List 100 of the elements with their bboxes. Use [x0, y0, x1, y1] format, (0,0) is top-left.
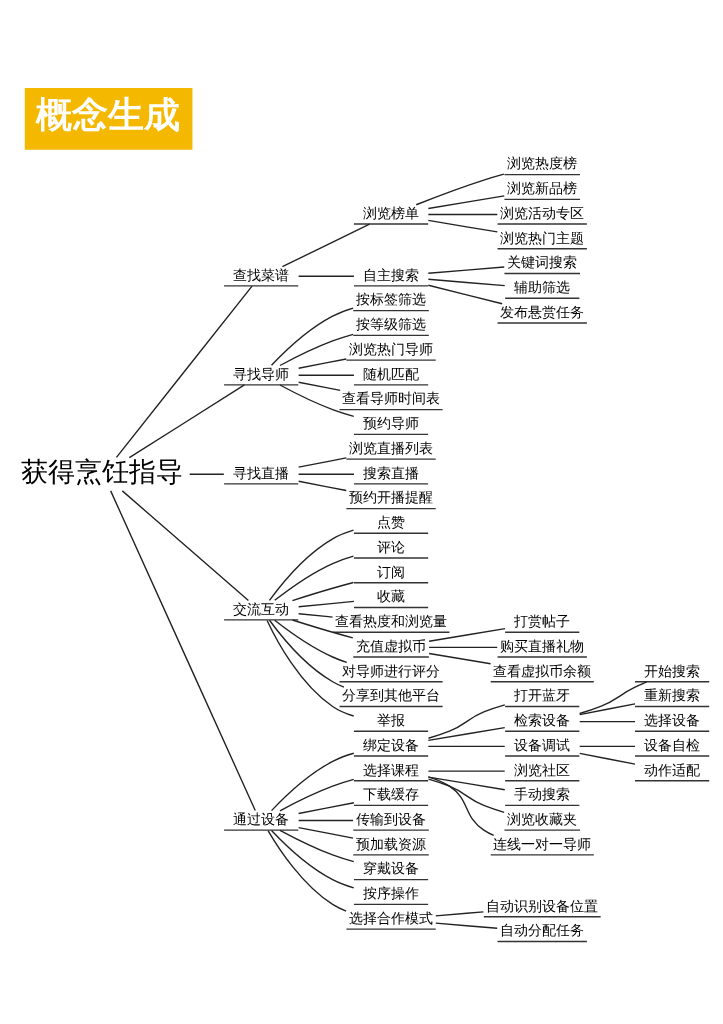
node-text: 预约开播提醒: [349, 489, 434, 506]
connector: [427, 726, 506, 742]
node-text: 打开蓝牙: [514, 687, 571, 704]
connector: [578, 681, 648, 715]
connector: [279, 829, 355, 863]
connector: [297, 381, 341, 392]
connector: [427, 776, 495, 837]
node-text: 查看虚拟币余额: [493, 662, 592, 679]
connector: [427, 704, 506, 739]
node-text: 随机匹配: [363, 365, 420, 382]
connector: [267, 829, 347, 912]
connector: [291, 619, 354, 639]
node-text: 搜索直播: [363, 464, 420, 481]
connector: [427, 745, 506, 748]
connector: [297, 473, 355, 475]
connector: [427, 266, 505, 274]
node-text: 设备自检: [644, 736, 701, 753]
node-text: 重新搜索: [644, 687, 701, 704]
connector: [128, 384, 246, 459]
connector: [579, 720, 636, 723]
node-text: 自动识别设备位置: [486, 897, 599, 914]
connector: [427, 195, 505, 210]
node-text: 分享到其他平台: [342, 687, 441, 704]
connector: [297, 600, 355, 608]
connector: [291, 581, 355, 602]
node-text: 按等级筛选: [356, 316, 427, 333]
connector: [297, 826, 354, 839]
node-text: 辅助筛选: [514, 279, 571, 296]
node-text: 充值虚拟币: [356, 637, 427, 654]
connector: [427, 770, 506, 772]
connector: [297, 802, 355, 815]
connector: [270, 307, 354, 366]
node-text: 按标签筛选: [356, 291, 427, 308]
connector: [189, 473, 225, 475]
connector: [279, 384, 355, 418]
connector: [297, 480, 347, 492]
node-text: 关键词搜索: [507, 254, 578, 271]
node-text: 浏览收藏夹: [507, 810, 578, 827]
node-text: 开始搜索: [644, 662, 701, 679]
node-text: 发布悬赏任务: [500, 303, 585, 320]
connector: [297, 358, 347, 369]
connector: [279, 333, 354, 367]
connector: [428, 627, 506, 642]
connector: [270, 829, 355, 889]
node-text: 查看导师时间表: [342, 390, 441, 407]
connector: [115, 285, 253, 458]
connector: [427, 778, 505, 813]
node-text: 浏览热度榜: [507, 155, 578, 172]
node-text: 浏览直播列表: [349, 439, 434, 456]
node-text: 浏览新品榜: [507, 180, 578, 197]
connector: [297, 819, 354, 822]
node-text: 点赞: [377, 514, 406, 531]
node-text: 设备调试: [514, 736, 571, 753]
node-text: 评论: [377, 538, 406, 555]
connector: [435, 911, 485, 917]
node-text: 订阅: [377, 563, 406, 580]
node-text: 选择课程: [363, 761, 420, 778]
node-text: 穿戴设备: [363, 860, 420, 877]
connector: [297, 275, 355, 277]
node-text: 浏览热门主题: [500, 229, 585, 246]
connector: [427, 219, 498, 233]
connector: [415, 173, 505, 206]
connector: [297, 613, 334, 618]
connector: [274, 619, 348, 664]
node-text: 交流互动: [233, 600, 290, 617]
node-text: 预加载资源: [356, 835, 427, 852]
node-text: 浏览社区: [514, 761, 571, 778]
node-text: 自主搜索: [363, 266, 420, 283]
connector: [281, 223, 371, 268]
node-text: 动作适配: [644, 761, 701, 778]
node-text: 查找菜谱: [233, 266, 290, 283]
node-text: 获得烹饪指导: [20, 455, 183, 488]
node-text: 绑定设备: [363, 736, 420, 753]
connector: [427, 213, 498, 216]
connector: [270, 752, 355, 812]
node-text: 浏览热门导师: [349, 340, 434, 357]
node-text: 手动搜索: [514, 786, 571, 803]
connector: [110, 490, 256, 812]
connector: [579, 752, 636, 765]
connector: [435, 922, 498, 929]
connector: [297, 374, 355, 376]
node-text: 连线一对一导师: [493, 835, 592, 852]
node-text: 对导师进行评分: [342, 662, 441, 679]
connector: [274, 555, 355, 601]
node-text: 检索设备: [514, 712, 571, 729]
connector: [297, 457, 347, 468]
node-text: 通过设备: [233, 810, 290, 827]
node-text: 查看热度和浏览量: [335, 613, 448, 630]
connector: [268, 529, 355, 601]
connector: [428, 652, 492, 665]
node-text: 传输到设备: [356, 810, 427, 827]
connector: [579, 745, 636, 748]
node-text: 选择设备: [644, 712, 701, 729]
connector: [266, 619, 355, 717]
node-text: 寻找直播: [233, 464, 290, 481]
diagram-title: 概念生成: [35, 93, 180, 135]
node-text: 举报: [377, 712, 406, 729]
connector: [428, 646, 498, 649]
node-text: 寻找导师: [233, 365, 290, 382]
connector: [427, 278, 506, 287]
